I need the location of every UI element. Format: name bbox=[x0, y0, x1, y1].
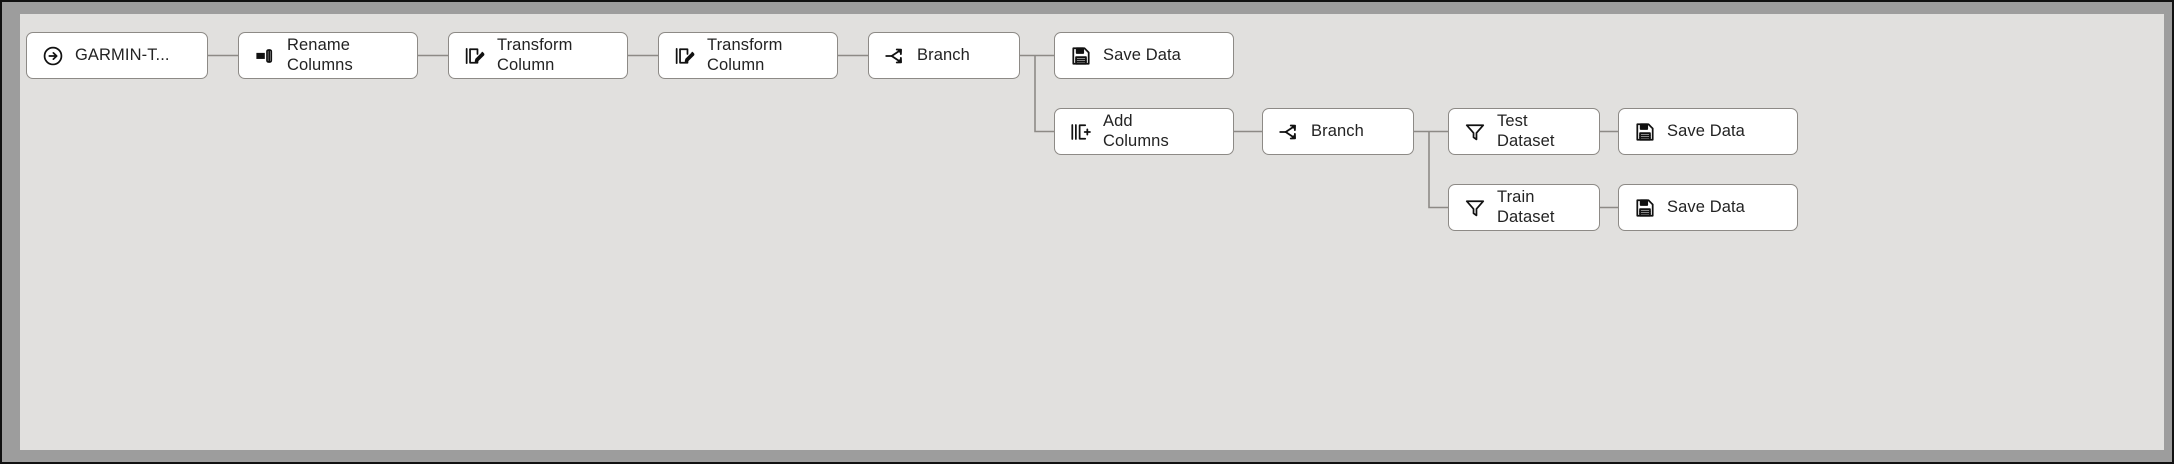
branch-icon bbox=[883, 44, 906, 67]
node-source[interactable]: GARMIN-T... bbox=[26, 32, 208, 79]
node-transform-column-1[interactable]: Transform Column bbox=[448, 32, 628, 79]
connector-e-branch1-addcolumns bbox=[1034, 55, 1054, 133]
node-label: Save Data bbox=[1667, 121, 1745, 140]
node-rename-columns[interactable]: Rename Columns bbox=[238, 32, 418, 79]
node-test-dataset[interactable]: Test Dataset bbox=[1448, 108, 1600, 155]
save-disk-icon bbox=[1633, 196, 1656, 219]
node-label: Test Dataset bbox=[1497, 112, 1555, 150]
node-label: Rename Columns bbox=[287, 36, 353, 74]
node-label: Branch bbox=[917, 45, 970, 64]
node-label: Transform Column bbox=[497, 36, 573, 74]
node-label: Branch bbox=[1311, 121, 1364, 140]
node-train-dataset[interactable]: Train Dataset bbox=[1448, 184, 1600, 231]
node-label: Train Dataset bbox=[1497, 188, 1555, 226]
save-disk-icon bbox=[1633, 120, 1656, 143]
add-columns-icon bbox=[1069, 120, 1092, 143]
transform-column-icon bbox=[463, 44, 486, 67]
pipeline-canvas[interactable]: GARMIN-T... Rename Columns Transform bbox=[20, 14, 2164, 450]
node-branch-2[interactable]: Branch bbox=[1262, 108, 1414, 155]
node-save-data-3[interactable]: Save Data bbox=[1618, 184, 1798, 231]
rename-columns-icon bbox=[253, 44, 276, 67]
node-label: Transform Column bbox=[707, 36, 783, 74]
node-branch-1[interactable]: Branch bbox=[868, 32, 1020, 79]
branch-icon bbox=[1277, 120, 1300, 143]
node-save-data-1[interactable]: Save Data bbox=[1054, 32, 1234, 79]
arrow-circle-right-icon bbox=[41, 44, 64, 67]
transform-column-icon bbox=[673, 44, 696, 67]
node-label: Save Data bbox=[1667, 197, 1745, 216]
connector-layer bbox=[208, 54, 1618, 209]
save-disk-icon bbox=[1069, 44, 1092, 67]
node-transform-column-2[interactable]: Transform Column bbox=[658, 32, 838, 79]
node-label: Save Data bbox=[1103, 45, 1181, 64]
connector-e-branch2-traindataset bbox=[1428, 131, 1448, 209]
node-label: GARMIN-T... bbox=[75, 45, 170, 64]
node-add-columns[interactable]: Add Columns bbox=[1054, 108, 1234, 155]
node-label: Add Columns bbox=[1103, 112, 1169, 150]
filter-funnel-icon bbox=[1463, 120, 1486, 143]
filter-funnel-icon bbox=[1463, 196, 1486, 219]
node-save-data-2[interactable]: Save Data bbox=[1618, 108, 1798, 155]
